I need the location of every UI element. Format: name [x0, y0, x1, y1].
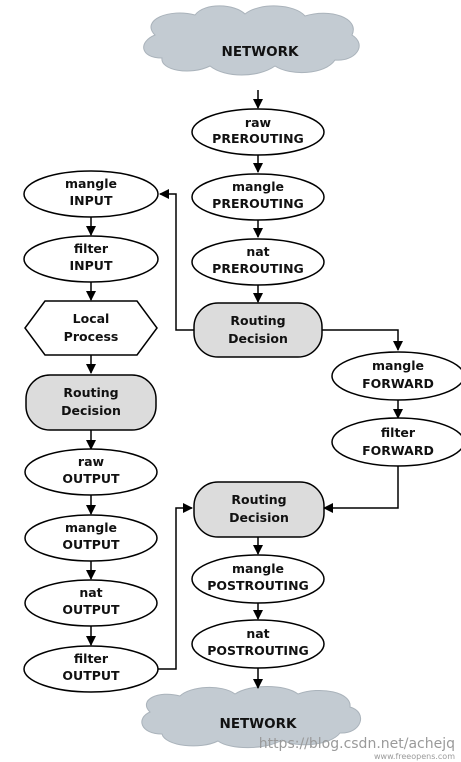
svg-text:Process: Process — [64, 329, 119, 344]
watermark-text: https://blog.csdn.net/achejq — [259, 736, 455, 752]
svg-text:raw: raw — [245, 115, 272, 130]
svg-text:Local: Local — [73, 311, 110, 326]
svg-text:filter: filter — [74, 651, 109, 666]
node-raw-prerouting: raw PREROUTING — [191, 108, 325, 156]
svg-text:Routing: Routing — [63, 385, 118, 400]
svg-text:FORWARD: FORWARD — [362, 443, 434, 458]
svg-text:OUTPUT: OUTPUT — [62, 668, 120, 683]
svg-text:OUTPUT: OUTPUT — [62, 537, 120, 552]
edge-filter-forward-to-routing — [323, 466, 399, 513]
svg-text:INPUT: INPUT — [70, 258, 113, 273]
svg-text:OUTPUT: OUTPUT — [62, 471, 120, 486]
node-routing-decision-1: Routing Decision — [193, 302, 323, 358]
svg-text:OUTPUT: OUTPUT — [62, 602, 120, 617]
node-mangle-forward: mangle FORWARD — [331, 351, 461, 401]
svg-text:Decision: Decision — [61, 403, 121, 418]
svg-text:mangle: mangle — [232, 179, 284, 194]
node-nat-output: nat OUTPUT — [24, 579, 158, 627]
network-cloud-bottom: NETWORK — [141, 686, 362, 749]
svg-text:filter: filter — [74, 241, 109, 256]
network-label-bottom: NETWORK — [220, 716, 297, 732]
svg-text:mangle: mangle — [65, 520, 117, 535]
svg-text:filter: filter — [381, 425, 416, 440]
node-filter-forward: filter FORWARD — [331, 417, 461, 467]
edge-routing-to-mangle-input — [159, 189, 194, 331]
svg-text:Routing: Routing — [230, 313, 285, 328]
edge-routing-to-mangle-forward — [322, 329, 403, 351]
node-filter-input: filter INPUT — [23, 235, 159, 283]
svg-text:Routing: Routing — [231, 492, 286, 507]
svg-text:PREROUTING: PREROUTING — [212, 196, 304, 211]
svg-text:POSTROUTING: POSTROUTING — [207, 643, 309, 658]
node-mangle-input: mangle INPUT — [23, 170, 159, 218]
node-mangle-prerouting: mangle PREROUTING — [191, 173, 325, 221]
edge-filter-output-to-routing — [158, 503, 193, 670]
svg-text:POSTROUTING: POSTROUTING — [207, 578, 309, 593]
svg-text:PREROUTING: PREROUTING — [212, 131, 304, 146]
svg-text:PREROUTING: PREROUTING — [212, 261, 304, 276]
watermark-small-text: www.freeopens.com — [374, 752, 455, 761]
svg-text:mangle: mangle — [65, 176, 117, 191]
node-raw-output: raw OUTPUT — [24, 448, 158, 496]
node-nat-prerouting: nat PREROUTING — [191, 238, 325, 286]
node-filter-output: filter OUTPUT — [23, 645, 159, 693]
svg-text:INPUT: INPUT — [70, 193, 113, 208]
svg-text:mangle: mangle — [232, 561, 284, 576]
svg-text:Decision: Decision — [228, 331, 288, 346]
node-routing-decision-3: Routing Decision — [193, 481, 325, 538]
svg-text:raw: raw — [78, 454, 105, 469]
svg-text:Decision: Decision — [229, 510, 289, 525]
svg-text:nat: nat — [79, 585, 102, 600]
node-mangle-output: mangle OUTPUT — [24, 514, 158, 562]
svg-text:nat: nat — [246, 244, 269, 259]
network-cloud-top: NETWORK — [143, 5, 360, 76]
node-routing-decision-2: Routing Decision — [25, 374, 157, 431]
svg-text:mangle: mangle — [372, 358, 424, 373]
network-label-top: NETWORK — [222, 44, 299, 60]
node-nat-postrouting: nat POSTROUTING — [191, 619, 325, 669]
svg-text:nat: nat — [246, 626, 269, 641]
node-local-process: Local Process — [24, 300, 158, 356]
edges — [86, 90, 403, 689]
node-mangle-postrouting: mangle POSTROUTING — [191, 554, 325, 604]
svg-text:FORWARD: FORWARD — [362, 376, 434, 391]
